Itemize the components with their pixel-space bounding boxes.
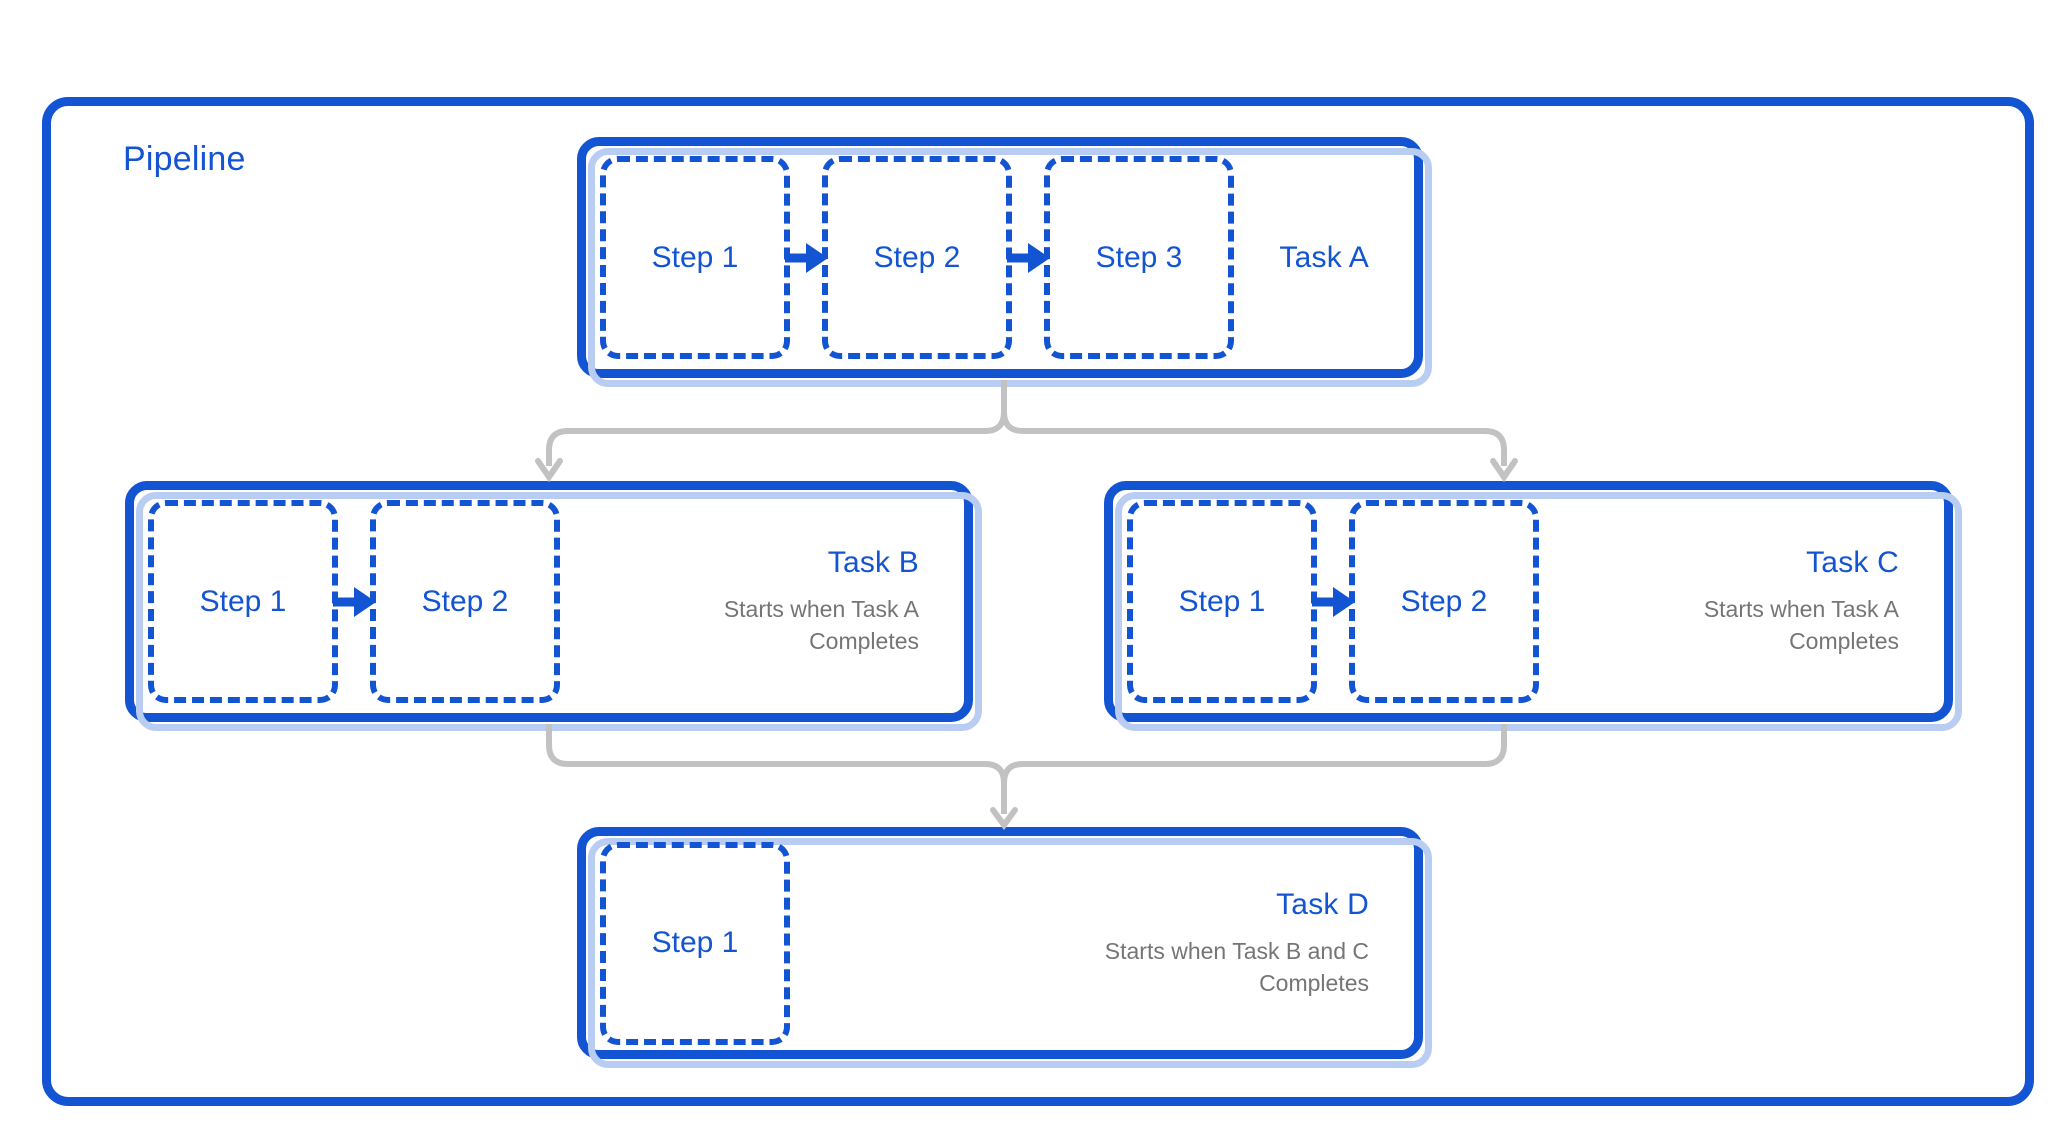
task-subtitle: Starts when Task B and C Completes	[790, 935, 1369, 999]
step-box: Step 1	[600, 841, 790, 1045]
task-c-card: Step 1 Step 2 Task C Starts when Task A …	[1104, 481, 1962, 731]
step-box: Step 1	[1127, 500, 1317, 703]
step-box: Step 1	[600, 156, 790, 359]
step-label: Step 3	[1095, 240, 1183, 274]
step-label: Step 1	[199, 584, 287, 618]
step-box: Step 3	[1044, 156, 1234, 359]
step-box: Step 1	[148, 500, 338, 703]
step-label: Step 1	[1178, 584, 1266, 618]
pipeline-label: Pipeline	[123, 140, 246, 178]
task-title: Task B	[827, 546, 919, 579]
task-subtitle-line: Completes	[1259, 969, 1369, 996]
task-d-card: Step 1 Task D Starts when Task B and C C…	[577, 827, 1432, 1068]
task-c-title-block: Task C Starts when Task A Completes	[1539, 546, 1944, 657]
step-arrow-icon	[785, 241, 828, 275]
task-d-title-block: Task D Starts when Task B and C Complete…	[790, 888, 1414, 999]
task-b-title-block: Task B Starts when Task A Completes	[560, 546, 964, 657]
step-arrow-icon	[1312, 585, 1355, 619]
task-subtitle-line: Starts when Task A	[1703, 596, 1899, 622]
step-box: Step 2	[370, 500, 560, 703]
task-title: Task A	[1279, 240, 1369, 274]
step-box: Step 2	[1349, 500, 1539, 703]
task-a-title-block: Task A	[1234, 241, 1414, 275]
task-title: Task C	[1806, 546, 1899, 579]
task-subtitle: Starts when Task A Completes	[1539, 593, 1899, 657]
step-arrow-icon	[1007, 241, 1050, 275]
task-c-steps: Step 1 Step 2	[1113, 500, 1539, 703]
step-box: Step 2	[822, 156, 1012, 359]
step-label: Step 2	[421, 584, 509, 618]
task-title: Task D	[1276, 887, 1369, 921]
step-label: Step 1	[651, 926, 739, 959]
step-label: Step 2	[1400, 584, 1488, 618]
task-a-card: Step 1 Step 2 Step 3 Task	[577, 137, 1432, 387]
task-subtitle: Starts when Task A Completes	[560, 593, 919, 657]
step-label: Step 1	[651, 240, 739, 274]
task-subtitle-line: Starts when Task A	[723, 596, 919, 622]
step-arrow-icon	[333, 585, 376, 619]
step-label: Step 2	[873, 240, 961, 274]
task-a-steps: Step 1 Step 2 Step 3	[586, 156, 1234, 359]
task-b-steps: Step 1 Step 2	[134, 500, 560, 703]
task-b-card: Step 1 Step 2 Task B Starts when Task A …	[125, 481, 982, 731]
task-d-steps: Step 1	[586, 841, 790, 1045]
task-subtitle-line: Starts when Task B and C	[1104, 937, 1369, 964]
task-subtitle-line: Completes	[809, 628, 919, 654]
task-subtitle-line: Completes	[1789, 628, 1899, 654]
